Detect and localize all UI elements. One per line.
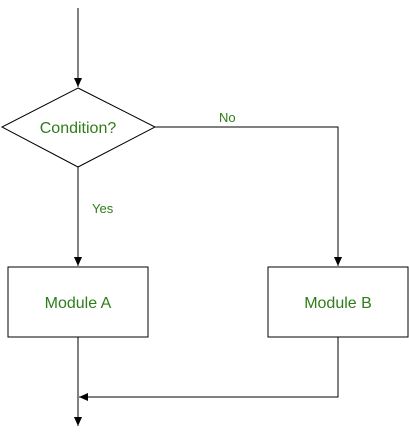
no-arrow [155,126,342,266]
module-b-return-arrow [79,337,339,401]
yes-label: Yes [92,201,114,216]
module-a-label: Module A [45,295,112,312]
module-a-box [7,266,149,338]
no-label: No [219,110,236,125]
module-b-label: Module B [304,295,372,312]
decision-label: Condition? [40,120,117,137]
